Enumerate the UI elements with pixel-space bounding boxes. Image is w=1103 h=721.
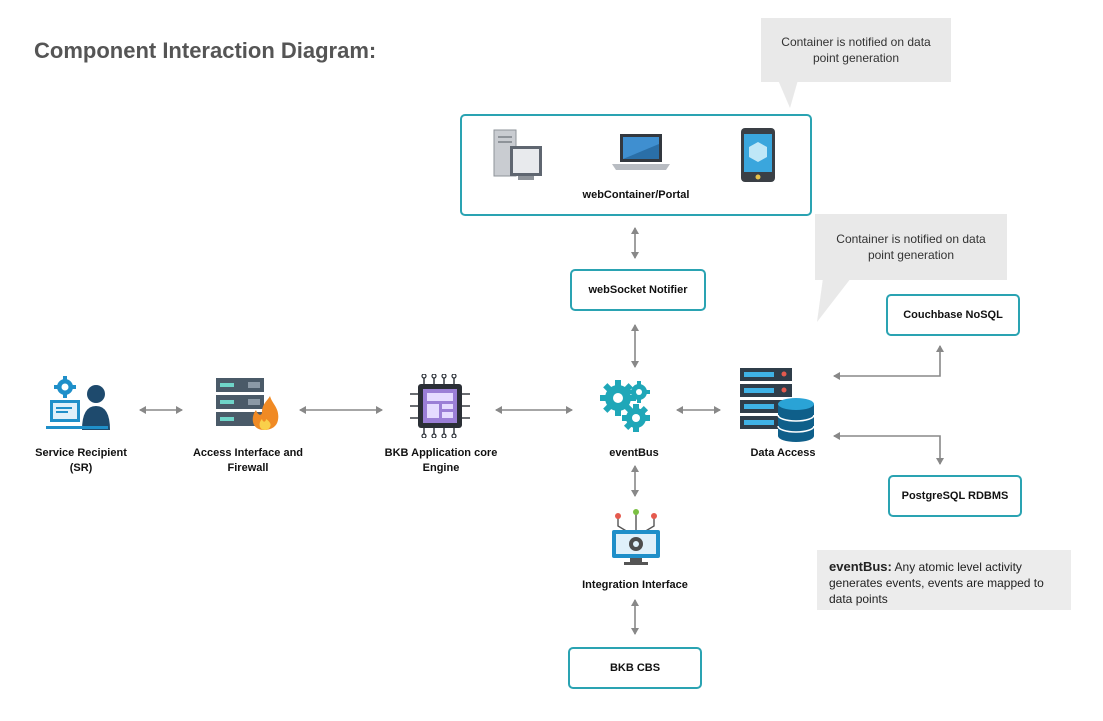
laptop-icon [612,134,670,170]
cbs-label: BKB CBS [609,662,661,674]
server-desktop-icon [493,129,542,180]
eventbus-gears-icon [600,380,650,432]
portal-label: webContainer/Portal [582,189,690,201]
database-server-icon [740,368,815,442]
postgresql-box[interactable]: PostgreSQL RDBMS [888,475,1022,517]
callout-dataaccess-notification: Container is notified on data point gene… [815,214,1007,280]
couchbase-box[interactable]: Couchbase NoSQL [886,294,1020,336]
service-recipient-label: Service Recipient (SR) [35,447,127,474]
eventbus-note-text: Any atomic level activity generates even… [829,560,1044,606]
data-access-label: Data Access [750,447,816,459]
eventbus-label: eventBus [609,447,659,459]
couchbase-label: Couchbase NoSQL [903,309,1003,321]
callout-dataaccess-pointer [817,278,851,322]
callout-portal-notification: Container is notified on data point gene… [761,18,951,82]
app-engine-label: BKB Application core Engine [384,447,498,474]
eventbus-note: eventBus: Any atomic level activity gene… [817,550,1071,610]
processor-chip-icon [410,374,470,438]
portal-box[interactable]: webContainer/Portal [460,114,812,216]
firewall-server-icon [216,378,279,430]
arrow-dataaccess-postgresql [833,432,944,465]
diagram-title: Component Interaction Diagram: [34,38,377,63]
callout-dataaccess-text: Container is notified on data point gene… [836,232,986,262]
eventbus-note-term: eventBus: [829,559,892,574]
websocket-notifier-label: webSocket Notifier [588,284,688,296]
websocket-notifier-box[interactable]: webSocket Notifier [570,269,706,311]
integration-monitor-icon [612,509,660,565]
cbs-box[interactable]: BKB CBS [568,647,702,689]
mobile-phone-icon [741,128,775,182]
integration-label: Integration Interface [582,579,688,591]
access-interface-label: Access Interface and Firewall [192,447,304,474]
postgresql-label: PostgreSQL RDBMS [901,490,1009,502]
arrow-dataaccess-couchbase [833,345,944,380]
callout-portal-pointer [778,80,798,108]
callout-portal-text: Container is notified on data point gene… [781,35,931,65]
service-recipient-icon [46,376,110,430]
